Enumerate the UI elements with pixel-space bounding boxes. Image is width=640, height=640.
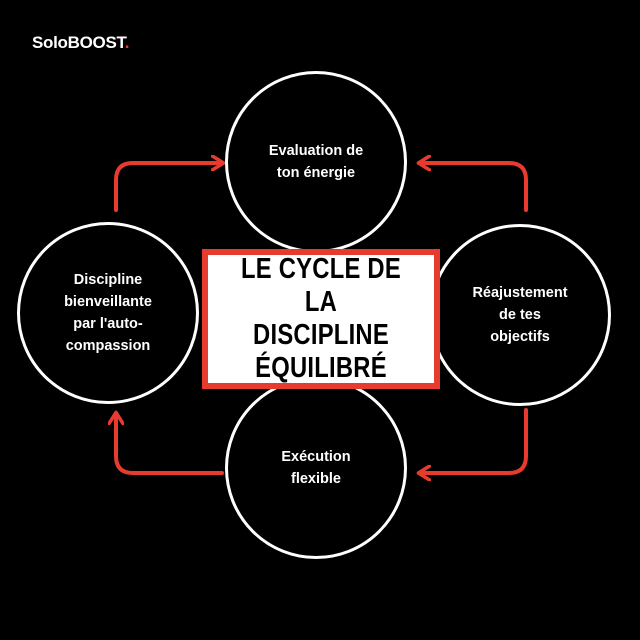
step-circle-reajustement: Réajustement de tes objectifs (429, 224, 611, 406)
arrow-bottom-to-left (116, 414, 224, 475)
step-circle-evaluation: Evaluation de ton énergie (225, 71, 407, 253)
brand-logo: SoloBOOST. (32, 33, 129, 53)
step-label-execution: Exécution flexible (281, 449, 351, 487)
arrow-right-to-bottom (420, 408, 528, 473)
step-label-evaluation: Evaluation de ton énergie (268, 143, 364, 181)
step-circle-execution: Exécution flexible (225, 377, 407, 559)
center-title-box: LE CYCLE DE LA DISCIPLINE ÉQUILIBRÉ (202, 249, 440, 389)
arrow-left-to-top (114, 163, 222, 212)
center-title: LE CYCLE DE LA DISCIPLINE ÉQUILIBRÉ (241, 253, 401, 384)
brand-name: SoloBOOST (32, 33, 125, 52)
arrow-right-to-top (420, 163, 528, 212)
step-label-discipline: Discipline bienveillante par l'auto- com… (64, 272, 152, 354)
brand-dot: . (124, 33, 130, 52)
step-label-reajustement: Réajustement de tes objectifs (472, 285, 568, 345)
step-circle-discipline: Discipline bienveillante par l'auto- com… (17, 222, 199, 404)
